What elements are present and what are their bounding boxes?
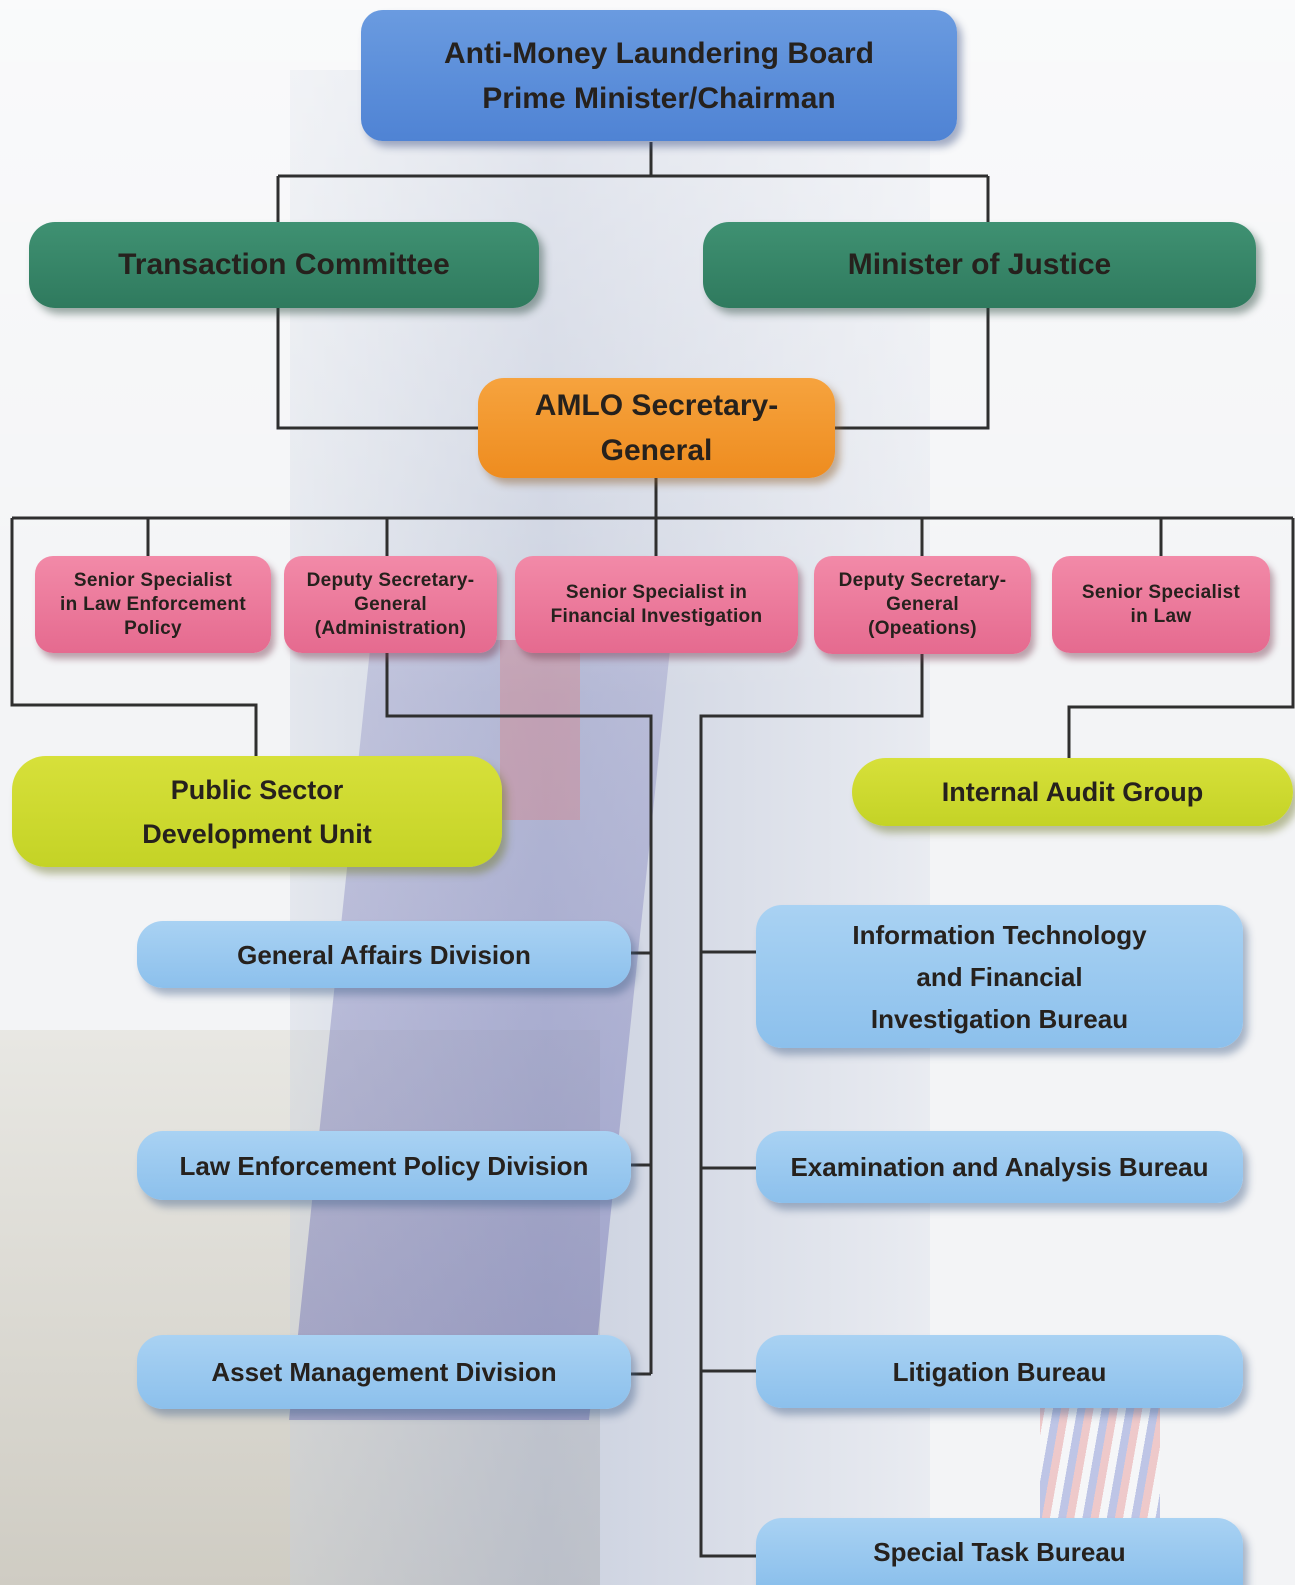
bureau-label: Litigation Bureau xyxy=(892,1356,1107,1387)
connector-operations-to-bureaus xyxy=(699,654,924,1558)
litigation-bureau-box: Litigation Bureau xyxy=(756,1335,1243,1408)
division-label: Asset Management Division xyxy=(211,1357,557,1387)
examination-analysis-bureau-box: Examination and Analysis Bureau xyxy=(756,1131,1243,1203)
secretary-general-box: AMLO Secretary- General xyxy=(478,378,835,478)
deputy-admin-box: Deputy Secretary- General (Administratio… xyxy=(284,556,497,653)
deputy-operations-box: Deputy Secretary- General (Opeations) xyxy=(814,556,1031,654)
division-label: General Affairs Division xyxy=(237,939,531,970)
deputy-admin-label: Deputy Secretary- General (Administratio… xyxy=(306,569,475,639)
it-financial-investigation-bureau-box: Information Technology and Financial Inv… xyxy=(756,905,1243,1048)
special-task-bureau-box: Special Task Bureau xyxy=(756,1518,1243,1585)
senior-specialist-financial-label: Senior Specialist in Financial Investiga… xyxy=(550,581,763,627)
connector-committee-to-secretary xyxy=(276,306,478,430)
general-affairs-division-box: General Affairs Division xyxy=(137,921,631,988)
bureau-label: Information Technology and Financial Inv… xyxy=(852,919,1147,1034)
board-label: Anti-Money Laundering Board Prime Minist… xyxy=(444,36,874,115)
transaction-committee-label: Transaction Committee xyxy=(118,248,450,281)
asset-management-division-box: Asset Management Division xyxy=(137,1335,631,1409)
internal-audit-label: Internal Audit Group xyxy=(941,777,1204,807)
connector-right-to-internal-audit xyxy=(1067,518,1295,758)
bureau-label: Special Task Bureau xyxy=(873,1536,1126,1567)
connector-board-to-committees xyxy=(276,142,990,222)
bureau-label: Examination and Analysis Bureau xyxy=(790,1152,1209,1182)
deputy-operations-label: Deputy Secretary- General (Opeations) xyxy=(838,570,1007,639)
division-label: Law Enforcement Policy Division xyxy=(179,1150,589,1181)
board-box: Anti-Money Laundering Board Prime Minist… xyxy=(361,10,957,141)
public-sector-unit-box: Public Sector Development Unit xyxy=(12,756,502,867)
senior-specialist-law-box: Senior Specialist in Law xyxy=(1052,556,1270,653)
transaction-committee-box: Transaction Committee xyxy=(29,222,539,308)
connector-left-to-public-sector xyxy=(10,518,258,756)
internal-audit-box: Internal Audit Group xyxy=(852,758,1293,826)
connector-secretary-to-specialists xyxy=(12,478,1293,556)
senior-specialist-financial-box: Senior Specialist in Financial Investiga… xyxy=(515,556,798,653)
law-enforcement-policy-division-box: Law Enforcement Policy Division xyxy=(137,1131,631,1200)
connector-admin-to-divisions xyxy=(385,653,653,1376)
public-sector-unit-label: Public Sector Development Unit xyxy=(142,774,372,849)
secretary-general-label: AMLO Secretary- General xyxy=(534,389,779,467)
senior-specialist-law-enforcement-label: Senior Specialist in Law Enforcement Pol… xyxy=(60,569,246,639)
minister-of-justice-box: Minister of Justice xyxy=(703,222,1256,308)
connector-minister-to-secretary xyxy=(835,306,990,430)
senior-specialist-law-label: Senior Specialist in Law xyxy=(1081,581,1241,627)
senior-specialist-law-enforcement-box: Senior Specialist in Law Enforcement Pol… xyxy=(35,556,271,653)
minister-of-justice-label: Minister of Justice xyxy=(847,248,1112,281)
